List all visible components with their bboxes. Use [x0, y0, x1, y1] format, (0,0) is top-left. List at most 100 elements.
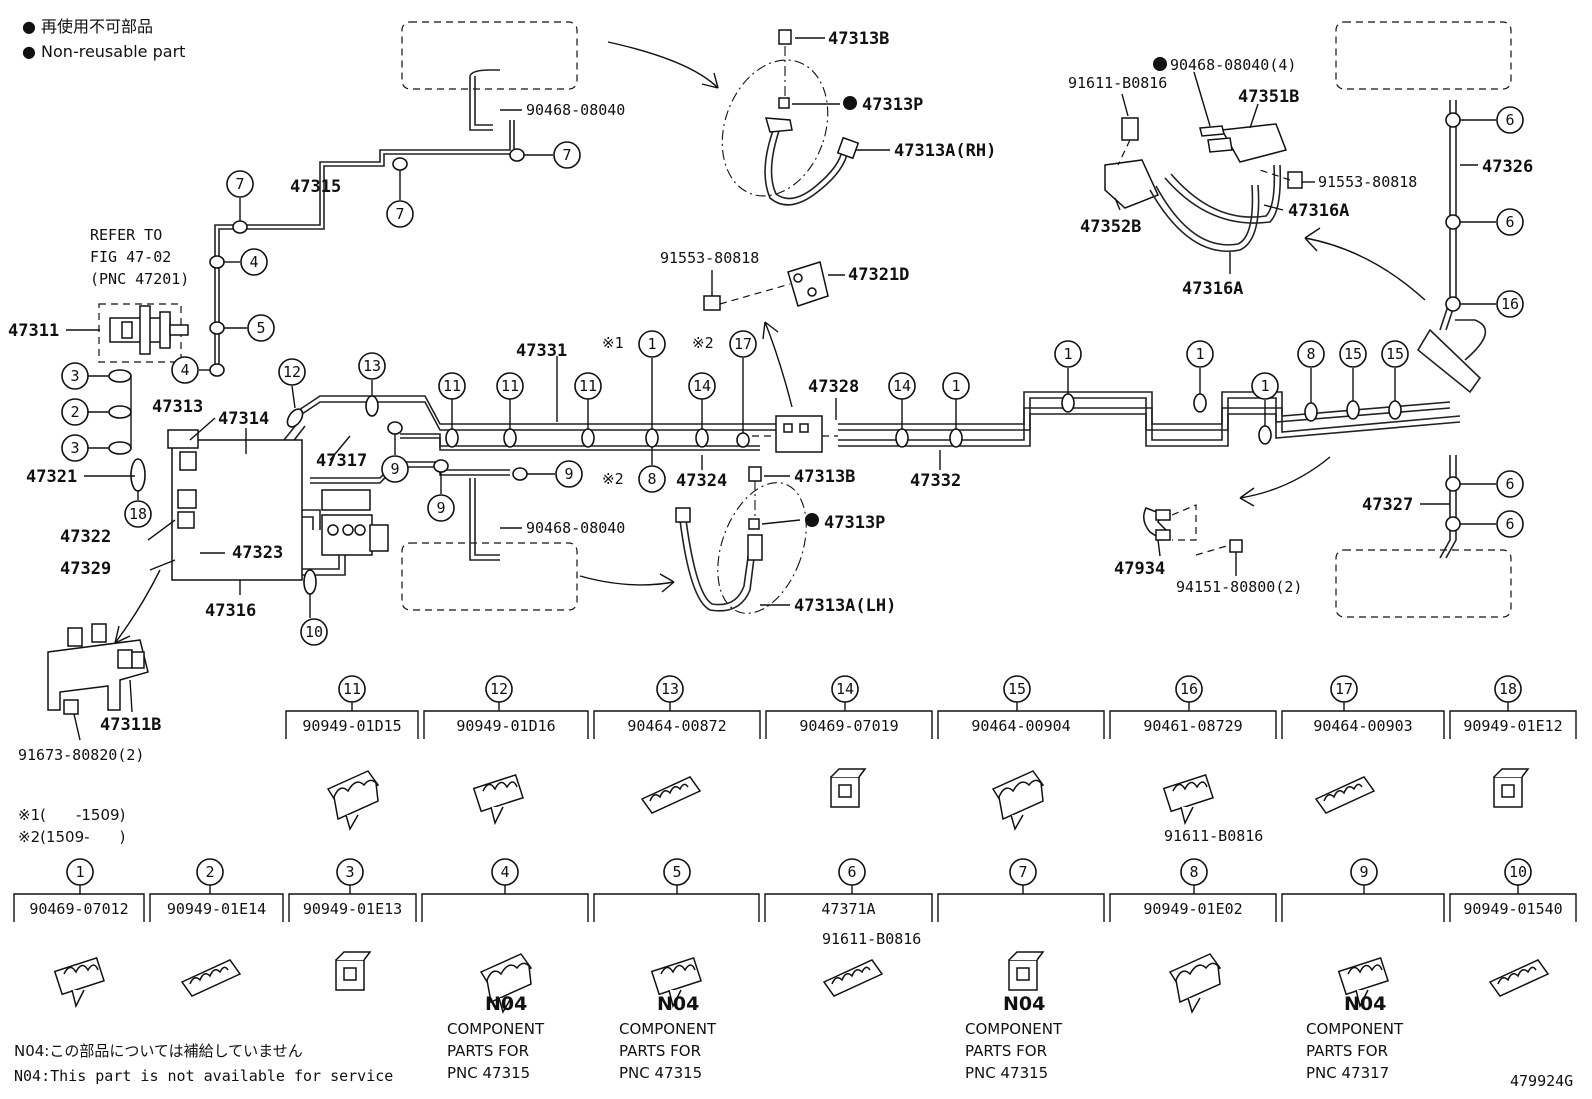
svg-text:11: 11 — [443, 377, 461, 395]
clip-ref-number: 8 — [1189, 863, 1198, 881]
clip-icon — [1008, 951, 1045, 991]
svg-text:6: 6 — [1505, 213, 1514, 231]
n04-code: N04 — [485, 993, 527, 1015]
label-91553-mid: 91553-80818 — [660, 249, 759, 267]
label-47352B: 47352B — [1080, 217, 1141, 237]
svg-text:14: 14 — [693, 377, 711, 395]
ref-box-bottom-mid — [401, 542, 578, 611]
label-47313P-bot: 47313P — [824, 513, 885, 533]
clip-ref-number: 17 — [1335, 680, 1353, 698]
callout-12: 12 — [278, 358, 306, 386]
clip-icon — [822, 959, 884, 997]
callout-3: 3 — [61, 434, 89, 462]
callout-15: 15 — [1339, 340, 1367, 368]
label-47351B: 47351B — [1238, 87, 1299, 107]
callout-1: 1 — [1186, 340, 1214, 368]
label-47323: 47323 — [232, 543, 283, 563]
n04-caption-1: COMPONENT — [1306, 1020, 1404, 1038]
n04-caption-1: COMPONENT — [619, 1020, 717, 1038]
label-47313A-RH: 47313A(RH) — [894, 141, 996, 161]
svg-text:16: 16 — [1501, 295, 1519, 313]
callout-6: 6 — [1496, 470, 1524, 498]
callout-10: 10 — [300, 618, 328, 646]
clip-ref-number: 2 — [205, 863, 214, 881]
n04-caption-2: PARTS FOR — [619, 1042, 701, 1060]
clip-icon — [1337, 956, 1389, 1009]
svg-text:7: 7 — [562, 146, 571, 164]
callout-11: 11 — [574, 372, 602, 400]
label-refer-2: FIG 47-02 — [90, 248, 171, 266]
label-47314: 47314 — [218, 409, 269, 429]
clip-cell-8: 8 90949-01E02 — [1109, 858, 1277, 1014]
label-47311: 47311 — [8, 321, 59, 341]
legend-en: ● Non-reusable part — [22, 42, 185, 61]
callout-11: 11 — [438, 372, 466, 400]
n04-code: N04 — [657, 993, 699, 1015]
label-91611: 91611-B0816 — [1068, 74, 1167, 92]
hose-47313A-RH — [721, 29, 860, 206]
clip-ref-number: 18 — [1499, 680, 1517, 698]
callout-9: 9 — [427, 494, 455, 522]
callout-6: 6 — [1496, 106, 1524, 134]
label-47324: 47324 — [676, 471, 727, 491]
n04-caption-3: PNC 47317 — [1306, 1064, 1389, 1082]
label-47321: 47321 — [26, 467, 77, 487]
svg-text:1: 1 — [1195, 345, 1204, 363]
ref-box-top-right — [1335, 21, 1512, 90]
svg-text:4: 4 — [180, 361, 189, 379]
clip-part-number: 90464-00904 — [971, 717, 1070, 735]
callout-7: 7 — [386, 200, 414, 228]
callout-14: 14 — [688, 372, 716, 400]
clip-icon — [640, 776, 702, 814]
callout-1: 1 — [942, 372, 970, 400]
clip-part-number: 90949-01540 — [1463, 900, 1562, 918]
callout-16: 16 — [1496, 290, 1524, 318]
callout-4: 4 — [240, 248, 268, 276]
n04-caption-1: COMPONENT — [447, 1020, 545, 1038]
clip-part-number: 90949-01E02 — [1143, 900, 1242, 918]
label-47311B: 47311B — [100, 715, 161, 735]
callout-8: 8 — [1297, 340, 1325, 368]
clip-icon — [830, 768, 867, 808]
clip-ref-number: 16 — [1180, 680, 1198, 698]
clip-part-number: 90949-01E14 — [167, 900, 266, 918]
clip-part-number: 90464-00872 — [627, 717, 726, 735]
callout-9: 9 — [555, 460, 583, 488]
callout-9: 9 — [381, 455, 409, 483]
clip-ref-number: 3 — [345, 863, 354, 881]
label-90468-bot: 90468-08040 — [526, 519, 625, 537]
svg-text:3: 3 — [70, 439, 79, 457]
svg-text:15: 15 — [1344, 345, 1362, 363]
clip-cell-10: 10 90949-01540 — [1449, 858, 1577, 997]
clip-reference-table: 1190949-01D151290949-01D161390464-008721… — [13, 675, 1577, 1082]
clip-part-number: 47371A — [821, 900, 875, 918]
svg-text:2: 2 — [70, 403, 79, 421]
n04-caption-1: COMPONENT — [965, 1020, 1063, 1038]
svg-text:11: 11 — [501, 377, 519, 395]
label-47332: 47332 — [910, 471, 961, 491]
footnote-n04-jp: N04:この部品については補給していません — [14, 1042, 303, 1060]
label-47313P-top: 47313P — [862, 95, 923, 115]
n04-caption-2: PARTS FOR — [1306, 1042, 1388, 1060]
clip-ref-number: 10 — [1509, 863, 1527, 881]
callout-4: 4 — [171, 356, 199, 384]
label-91673: 91673-80820(2) — [18, 746, 144, 764]
label-47321D: 47321D — [848, 265, 909, 285]
svg-text:6: 6 — [1505, 515, 1514, 533]
n04-code: N04 — [1344, 993, 1386, 1015]
svg-text:10: 10 — [305, 623, 323, 641]
n04-caption-3: PNC 47315 — [447, 1064, 530, 1082]
callout-5: 5 — [247, 314, 275, 342]
svg-text:8: 8 — [647, 470, 656, 488]
svg-text:13: 13 — [363, 357, 381, 375]
label-mark2b: ※2 — [602, 470, 624, 488]
connector-47321D — [703, 261, 838, 453]
